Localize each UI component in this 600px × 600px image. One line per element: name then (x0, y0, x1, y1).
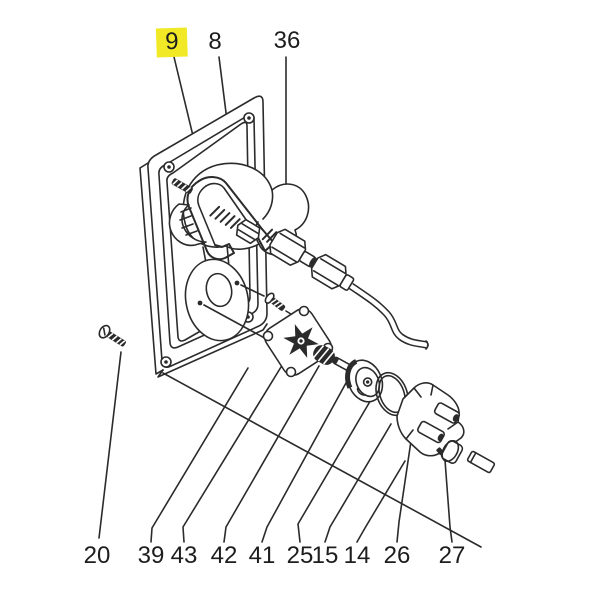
hose-clamp-elbow (436, 440, 464, 464)
hose-fitting (310, 253, 355, 291)
callout-20[interactable]: 20 (83, 542, 111, 569)
callout-14[interactable]: 14 (343, 542, 371, 569)
corner-screw-hole (163, 161, 175, 173)
corner-screw-hole (243, 112, 255, 124)
impeller (283, 324, 319, 358)
leader-line-26 (396, 440, 412, 543)
rotor-wheel (345, 359, 384, 403)
valve-spring (209, 205, 241, 229)
corner-screw-hole (160, 356, 172, 368)
leader-line-41 (261, 371, 353, 543)
leader-lines (98, 56, 482, 548)
stem-hex (235, 218, 261, 245)
leader-line-39 (150, 367, 249, 543)
leader-line-20 (98, 351, 122, 539)
mounting-screw (98, 324, 126, 347)
housing-collar (168, 203, 207, 247)
callout-27[interactable]: 27 (438, 542, 466, 569)
hose (348, 282, 429, 350)
pump-body (396, 382, 465, 457)
callout-41[interactable]: 41 (248, 542, 276, 569)
cover-screw (264, 292, 286, 311)
leader-line-27 (444, 459, 453, 543)
outlet-port (433, 402, 461, 424)
leader-line-plate-corner (162, 372, 482, 548)
callout-26[interactable]: 26 (383, 542, 411, 569)
plate-side-edge (139, 162, 164, 375)
callout-42[interactable]: 42 (210, 542, 238, 569)
callout-36[interactable]: 36 (273, 27, 301, 54)
shaft-seal (312, 345, 335, 365)
outlet-port (416, 420, 446, 444)
callout-8[interactable]: 8 (208, 28, 222, 55)
hose-nipple (466, 450, 496, 474)
leader-line-14 (356, 460, 406, 543)
leader-line-25 (297, 397, 373, 543)
leader-line-15 (324, 423, 392, 543)
valve-stem-stud (171, 178, 193, 194)
pump-mounting-disc (184, 258, 295, 348)
plate-bottom-edge (157, 323, 268, 378)
leader-line-42 (223, 365, 320, 543)
spout-coupling-nut (261, 228, 317, 268)
callout-9[interactable]: 9 (155, 27, 189, 58)
valve-yoke (171, 176, 275, 261)
callout-25[interactable]: 25 (286, 542, 314, 569)
callout-43[interactable]: 43 (170, 542, 198, 569)
callout-39[interactable]: 39 (137, 542, 165, 569)
callout-15[interactable]: 15 (311, 542, 339, 569)
